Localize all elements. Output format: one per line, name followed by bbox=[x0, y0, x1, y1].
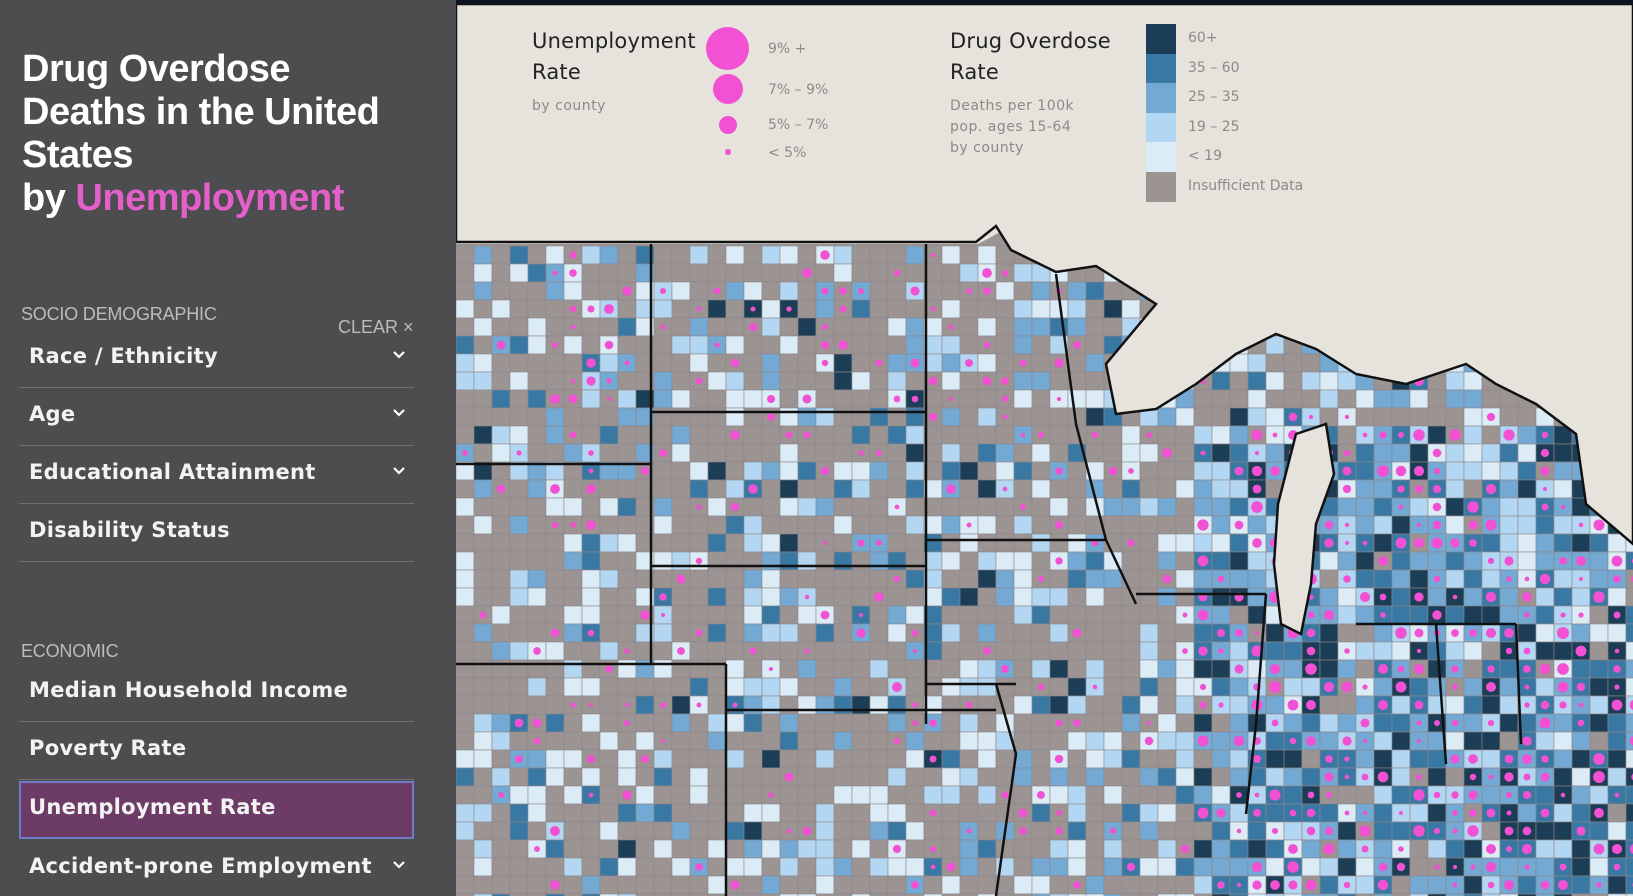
legend-swatch bbox=[1146, 83, 1176, 113]
menu-item-disability-status[interactable]: Disability Status bbox=[19, 504, 414, 562]
choropleth-map[interactable] bbox=[456, 4, 1633, 896]
menu-item-race-ethnicity[interactable]: Race / Ethnicity bbox=[19, 330, 414, 388]
chevron-down-icon bbox=[393, 861, 405, 869]
legend-swatch bbox=[1146, 171, 1176, 202]
map-area[interactable]: Unemployment Rate by county 9% + 7% – 9%… bbox=[456, 4, 1633, 896]
menu-item-label: Median Household Income bbox=[29, 678, 349, 702]
map-lake bbox=[1272, 422, 1336, 636]
legend-overdose-title: Drug Overdose Rate bbox=[950, 29, 1111, 84]
section-label-socio-demographic: SOCIO DEMOGRAPHIC bbox=[21, 304, 217, 324]
menu-item-median-household-income[interactable]: Median Household Income bbox=[19, 664, 414, 722]
legend-swatch-label: 25 – 35 bbox=[1188, 89, 1240, 105]
legend-dot-9-plus: 9% + bbox=[706, 27, 886, 70]
legend-dot-label: 5% – 7% bbox=[768, 117, 829, 133]
chevron-down-icon bbox=[393, 409, 405, 417]
menu-item-label: Poverty Rate bbox=[29, 736, 187, 760]
menu-item-poverty-rate[interactable]: Poverty Rate bbox=[19, 722, 414, 780]
legend-swatch-label: Insufficient Data bbox=[1188, 177, 1304, 194]
menu-item-unemployment-rate[interactable]: Unemployment Rate bbox=[19, 781, 414, 839]
legend-swatch-label: 19 – 25 bbox=[1188, 118, 1240, 135]
title-accent: Unemployment bbox=[75, 177, 344, 219]
title-line-4: by Unemployment bbox=[22, 177, 442, 220]
section-label-economic: ECONOMIC bbox=[21, 641, 119, 661]
legend-swatch-label: < 19 bbox=[1188, 148, 1222, 164]
legend-swatch bbox=[1146, 112, 1176, 143]
title-line-3: States bbox=[22, 134, 134, 176]
menu-item-label: Age bbox=[29, 402, 76, 426]
sidebar: Drug Overdose Deaths in the United State… bbox=[0, 0, 456, 896]
legend-dot bbox=[725, 149, 731, 155]
clear-button[interactable]: CLEAR × bbox=[338, 317, 414, 337]
title-by: by bbox=[22, 177, 66, 219]
menu-item-label: Unemployment Rate bbox=[29, 795, 276, 819]
menu-item-label: Disability Status bbox=[29, 518, 230, 542]
menu-item-educational-attainment[interactable]: Educational Attainment bbox=[19, 446, 414, 504]
legend-swatch bbox=[1146, 53, 1176, 84]
map-water bbox=[456, 4, 1633, 546]
legend-swatch bbox=[1146, 142, 1176, 172]
chevron-down-icon bbox=[393, 351, 405, 359]
chevron-down-icon bbox=[393, 467, 405, 475]
menu-item-label: Accident-prone Employment bbox=[29, 854, 372, 878]
menu-item-age[interactable]: Age bbox=[19, 388, 414, 446]
legend-unemployment-title: Unemployment Rate bbox=[532, 29, 696, 84]
menu-item-label: Race / Ethnicity bbox=[29, 344, 218, 368]
legend-overdose-subtitle: Deaths per 100k pop. ages 15-64 by count… bbox=[950, 98, 1075, 156]
legend-dot bbox=[719, 116, 737, 134]
legend-dot bbox=[706, 27, 749, 70]
menu-item-accident-prone-employment[interactable]: Accident-prone Employment bbox=[19, 840, 414, 896]
legend-swatch-label: 35 – 60 bbox=[1188, 59, 1240, 76]
state-borders bbox=[456, 244, 1523, 896]
legend-unemployment-subtitle: by county bbox=[532, 98, 606, 114]
page-title: Drug Overdose Deaths in the United State… bbox=[22, 48, 442, 220]
legend-dot-label: 7% – 9% bbox=[768, 82, 829, 98]
legend-dot-label: 9% + bbox=[768, 41, 807, 57]
legend-dot-7-9: 7% – 9% bbox=[706, 72, 886, 112]
legend-dot-under-5: < 5% bbox=[706, 145, 886, 187]
menu-item-label: Educational Attainment bbox=[29, 460, 316, 484]
title-line-2: Deaths in the United bbox=[22, 91, 380, 133]
title-line-1: Drug Overdose bbox=[22, 48, 291, 90]
legend-dot bbox=[713, 74, 743, 104]
legend-swatch-label: 60+ bbox=[1188, 30, 1218, 46]
legend-dot-label: < 5% bbox=[768, 145, 807, 161]
legend-swatch bbox=[1146, 24, 1176, 54]
legend-dot-5-7: 5% – 7% bbox=[706, 114, 886, 154]
